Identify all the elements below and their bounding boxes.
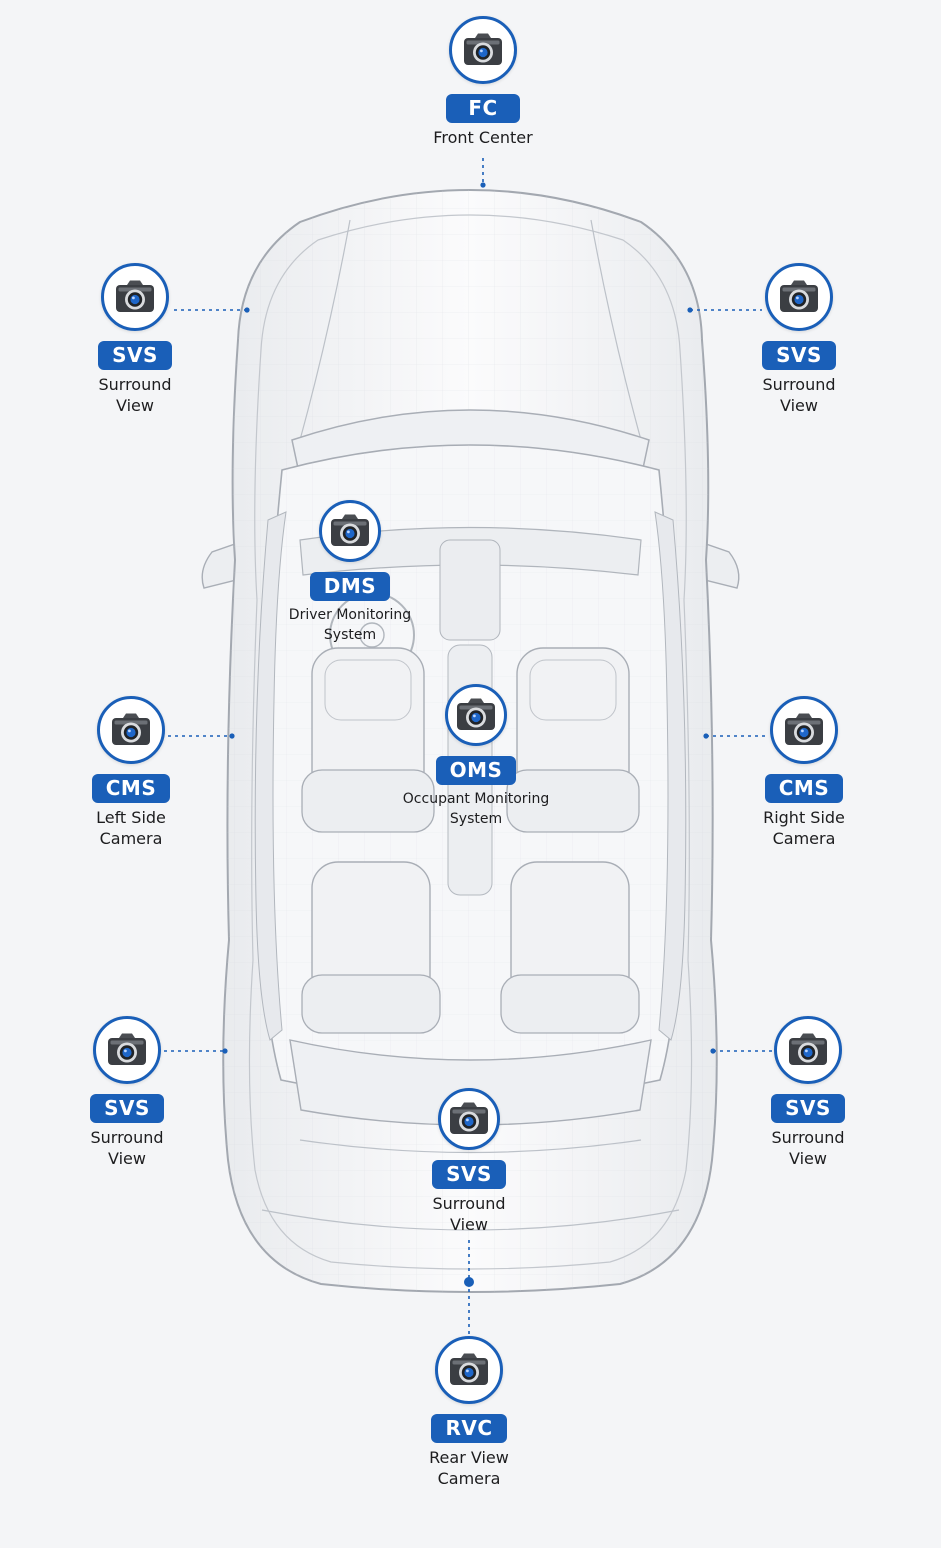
camera-fc[interactable]: FC Front Center [408,16,558,148]
camera-cms-left[interactable]: CMS Left Side Camera [56,696,206,849]
camera-label: Right Side Camera [763,808,845,848]
camera-badge: SVS [762,341,836,370]
camera-badge: RVC [431,1414,507,1443]
camera-badge: SVS [90,1094,164,1123]
camera-badge: SVS [771,1094,845,1123]
camera-svs-rear-left[interactable]: SVS Surround View [52,1016,202,1169]
camera-label: Surround View [771,1128,845,1168]
camera-label: Front Center [433,128,533,147]
camera-icon [319,500,381,562]
camera-label: Driver Monitoring System [288,607,412,643]
camera-badge: SVS [98,341,172,370]
camera-rvc[interactable]: RVC Rear View Camera [394,1336,544,1489]
camera-badge: CMS [764,774,844,803]
camera-badge: OMS [435,756,517,785]
camera-svs-front-right[interactable]: SVS Surround View [724,263,874,416]
camera-badge: CMS [91,774,171,803]
camera-label: Surround View [98,375,172,415]
camera-cms-right[interactable]: CMS Right Side Camera [729,696,879,849]
camera-label: Surround View [90,1128,164,1168]
camera-label: Occupant Monitoring System [402,791,550,827]
camera-svs-rear-center[interactable]: SVS Surround View [394,1088,544,1235]
camera-icon [97,696,165,764]
camera-icon [449,16,517,84]
camera-badge: DMS [309,572,391,601]
camera-label: Rear View Camera [429,1448,509,1488]
camera-icon [765,263,833,331]
camera-icon [101,263,169,331]
camera-oms[interactable]: OMS Occupant Monitoring System [401,684,551,829]
camera-icon [438,1088,500,1150]
connector-lines [164,158,775,1336]
camera-svs-rear-right[interactable]: SVS Surround View [733,1016,883,1169]
camera-label: Left Side Camera [96,808,166,848]
camera-label: Surround View [762,375,836,415]
camera-badge: FC [446,94,520,123]
camera-icon [445,684,507,746]
camera-icon [770,696,838,764]
camera-label: Surround View [432,1194,506,1234]
camera-icon [435,1336,503,1404]
camera-svs-front-left[interactable]: SVS Surround View [60,263,210,416]
connector-endpoints [222,182,716,1287]
camera-badge: SVS [432,1160,506,1189]
camera-icon [93,1016,161,1084]
camera-dms[interactable]: DMS Driver Monitoring System [275,500,425,645]
camera-icon [774,1016,842,1084]
